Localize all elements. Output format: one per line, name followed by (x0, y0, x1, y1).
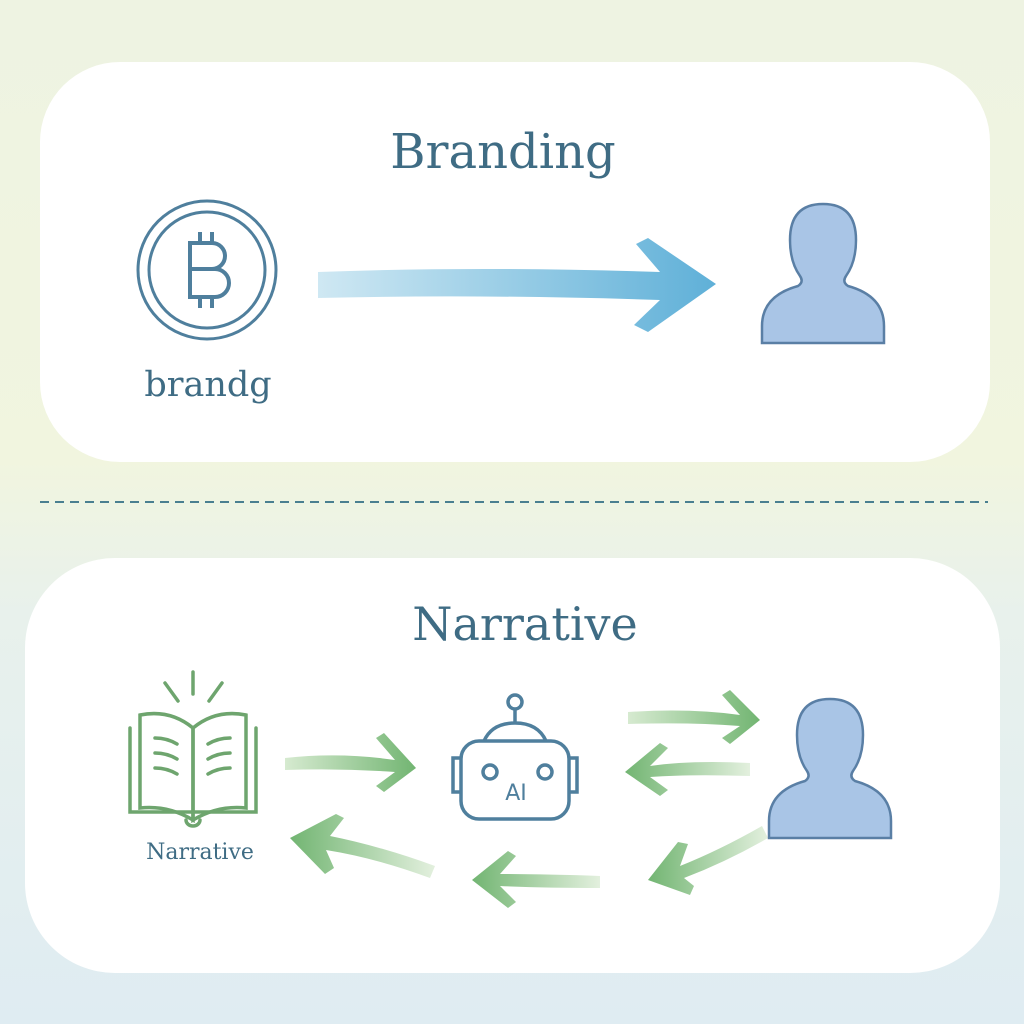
narrative-title: Narrative (412, 597, 638, 651)
bitcoin-icon (136, 199, 278, 341)
branding-panel (40, 62, 990, 462)
branding-title: Branding (390, 124, 615, 180)
arrow-user-to-bottom (648, 826, 768, 895)
robot-icon (451, 693, 579, 821)
blue-arrow (318, 238, 716, 332)
open-book-icon (128, 670, 258, 828)
arrow-robot-to-user (628, 690, 760, 744)
arrow-user-to-robot (625, 743, 750, 796)
arrow-to-book (290, 814, 435, 878)
book-label: Narrative (146, 840, 254, 865)
robot-ai-text: AI (505, 781, 527, 806)
user-icon (760, 202, 886, 345)
coin-label: brandg (144, 365, 271, 405)
arrow-book-to-robot (285, 733, 416, 792)
user-icon-bottom (767, 697, 893, 840)
arrow-bottom-to-robot-area (472, 851, 600, 908)
narrative-panel (25, 558, 1000, 973)
